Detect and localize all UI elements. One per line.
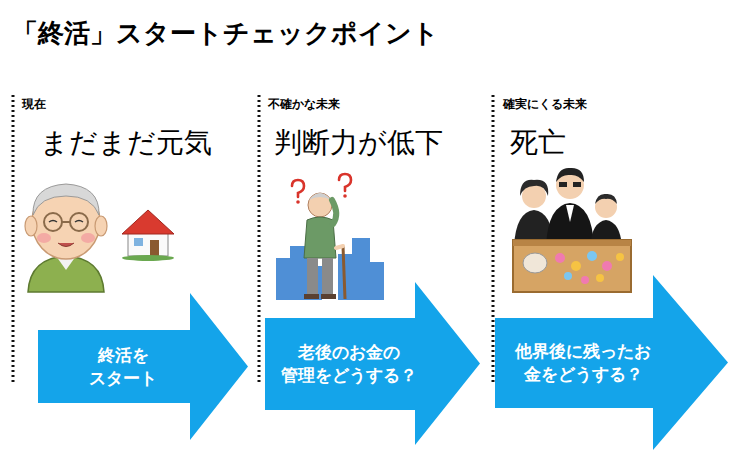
- arrow-text: 終活を スタート: [73, 344, 173, 390]
- mourning-family: [514, 168, 622, 246]
- timeframe-label: 確実にくる未来: [503, 96, 587, 113]
- old-man-figure: [25, 184, 107, 292]
- arrow-outline: [495, 275, 728, 450]
- arrow-outline: [38, 293, 248, 440]
- arrow-body: 他界後に残ったお 金をどうする？: [495, 318, 671, 408]
- timeframe-label: 不確かな未来: [268, 96, 340, 113]
- elderly-with-cane: [304, 193, 345, 299]
- arrow-shape: 他界後に残ったお 金をどうする？: [495, 275, 728, 450]
- arrow-fill: [38, 293, 248, 440]
- diagram-title: 「終活」スタートチェックポイント: [12, 16, 439, 51]
- arrow-text: 老後のお金の 管理をどうする？: [274, 341, 424, 387]
- arrow-outline: [265, 282, 480, 445]
- arrow-shape: 終活を スタート: [38, 293, 248, 440]
- stage-heading: 死亡: [510, 124, 566, 162]
- coffin: [513, 240, 631, 292]
- arrow-fill: [265, 282, 480, 445]
- house-icon: [122, 210, 174, 261]
- question-mark-symbol: [292, 174, 351, 197]
- arrow-shape: 老後のお金の 管理をどうする？: [265, 282, 480, 445]
- arrow-fill: [495, 275, 728, 450]
- arrow-body: 終活を スタート: [38, 330, 208, 403]
- stage-heading: まだまだ元気: [40, 124, 212, 162]
- timeframe-label: 現在: [22, 96, 46, 113]
- stage-heading: 判断力が低下: [274, 124, 443, 162]
- arrow-text: 他界後に残ったお 金をどうする？: [503, 340, 663, 386]
- arrow-body: 老後のお金の 管理をどうする？: [265, 318, 433, 410]
